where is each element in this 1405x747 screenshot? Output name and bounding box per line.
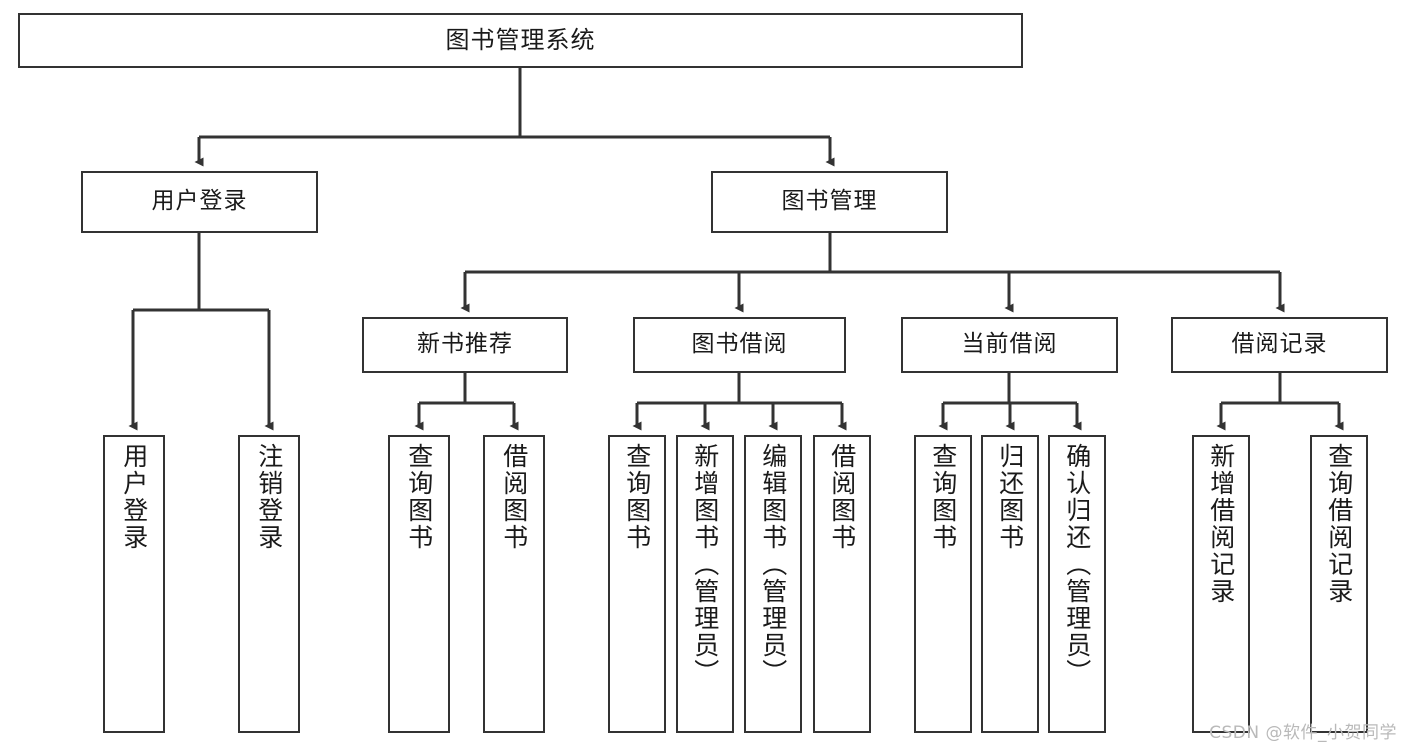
node-borrow-record-label: 借阅记录 [1231,331,1328,358]
leaf-borrow-book-recommend-label: 借阅图书 [499,443,529,551]
leaf-query-book-borrow[interactable]: 查询图书 [608,435,666,733]
leaf-query-borrow-record[interactable]: 查询借阅记录 [1310,435,1368,733]
leaf-lend-book[interactable]: 借阅图书 [813,435,871,733]
leaf-logout[interactable]: 注销登录 [238,435,300,733]
leaf-logout-label: 注销登录 [254,443,284,551]
node-user-login-label: 用户登录 [151,188,248,215]
leaf-confirm-return-admin-label: 确认归还（管理员） [1062,443,1092,686]
node-borrow-record[interactable]: 借阅记录 [1171,317,1388,373]
leaf-confirm-return-admin[interactable]: 确认归还（管理员） [1048,435,1106,733]
leaf-query-book-current-label: 查询图书 [928,443,958,551]
node-user-login[interactable]: 用户登录 [81,171,318,233]
leaf-query-book-recommend-label: 查询图书 [404,443,434,551]
node-current-borrow[interactable]: 当前借阅 [901,317,1118,373]
leaf-add-book-admin-label: 新增图书（管理员） [690,443,720,686]
leaf-edit-book-admin[interactable]: 编辑图书（管理员） [744,435,802,733]
node-book-borrow[interactable]: 图书借阅 [633,317,846,373]
leaf-lend-book-label: 借阅图书 [827,443,857,551]
leaf-query-book-borrow-label: 查询图书 [622,443,652,551]
csdn-watermark: CSDN @软件_小贺同学 [1209,723,1397,743]
leaf-return-book-label: 归还图书 [995,443,1025,551]
node-book-management[interactable]: 图书管理 [711,171,948,233]
leaf-query-borrow-record-label: 查询借阅记录 [1324,443,1354,605]
node-new-book-recommend-label: 新书推荐 [417,331,513,358]
node-book-management-label: 图书管理 [781,188,878,215]
leaf-user-login[interactable]: 用户登录 [103,435,165,733]
leaf-user-login-label: 用户登录 [119,443,149,551]
leaf-add-borrow-record[interactable]: 新增借阅记录 [1192,435,1250,733]
leaf-query-book-recommend[interactable]: 查询图书 [388,435,450,733]
node-new-book-recommend[interactable]: 新书推荐 [362,317,568,373]
node-current-borrow-label: 当前借阅 [961,331,1058,358]
leaf-query-book-current[interactable]: 查询图书 [914,435,972,733]
leaf-add-book-admin[interactable]: 新增图书（管理员） [676,435,734,733]
leaf-borrow-book-recommend[interactable]: 借阅图书 [483,435,545,733]
leaf-edit-book-admin-label: 编辑图书（管理员） [758,443,788,686]
leaf-add-borrow-record-label: 新增借阅记录 [1206,443,1236,605]
leaf-return-book[interactable]: 归还图书 [981,435,1039,733]
node-book-borrow-label: 图书借阅 [691,331,788,358]
node-root-label: 图书管理系统 [445,26,596,55]
node-root[interactable]: 图书管理系统 [18,13,1023,68]
